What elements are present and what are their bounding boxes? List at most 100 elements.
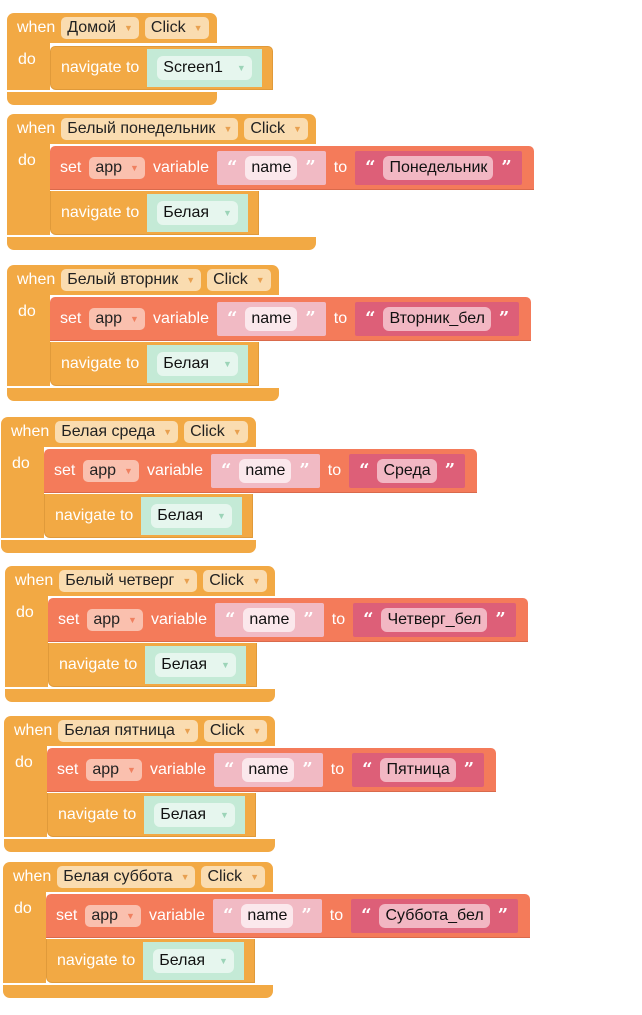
scope-value: app: [91, 906, 119, 924]
variable-name-block[interactable]: “name”: [213, 898, 322, 933]
event-block[interactable]: when Белый вторник▼ Click▼ do set app▼ v…: [7, 265, 532, 401]
variable-name-field[interactable]: name: [242, 757, 295, 782]
navigate-block[interactable]: navigate to Белая▼: [46, 939, 255, 983]
text-value-block[interactable]: “Пятница”: [352, 752, 485, 787]
screen-dropdown[interactable]: Белая▼: [157, 200, 238, 225]
to-label: to: [330, 760, 345, 778]
set-variable-block[interactable]: set app▼ variable “name” to “Суббота_бел…: [46, 894, 531, 938]
event-block[interactable]: when Белая суббота▼ Click▼ do set app▼ v…: [3, 862, 531, 998]
component-dropdown[interactable]: Белый четверг▼: [59, 570, 198, 592]
event-header[interactable]: when Домой▼ Click▼: [7, 13, 217, 43]
event-dropdown[interactable]: Click▼: [184, 421, 248, 443]
event-dropdown[interactable]: Click▼: [203, 570, 267, 592]
screen-block[interactable]: Screen1▼: [147, 49, 262, 87]
navigate-block[interactable]: navigate to Белая▼: [47, 793, 256, 837]
component-dropdown[interactable]: Белая пятница▼: [58, 720, 198, 742]
event-dropdown[interactable]: Click▼: [144, 17, 209, 39]
set-variable-block[interactable]: set app▼ variable “name” to “Среда”: [44, 449, 478, 493]
variable-name-field[interactable]: name: [239, 458, 292, 483]
text-value-block[interactable]: “Четверг_бел”: [353, 602, 516, 637]
event-header[interactable]: when Белый понедельник▼ Click▼: [7, 114, 316, 144]
dropdown-arrow-icon: ▼: [130, 313, 139, 324]
event-header[interactable]: when Белая суббота▼ Click▼: [3, 862, 274, 892]
variable-name-field[interactable]: name: [243, 607, 296, 632]
dropdown-arrow-icon: ▼: [193, 23, 203, 33]
variable-name-block[interactable]: “name”: [215, 602, 324, 637]
screen-block[interactable]: Белая▼: [147, 193, 248, 232]
variable-name-field[interactable]: name: [245, 306, 298, 331]
scope-dropdown[interactable]: app▼: [89, 307, 145, 330]
screen-dropdown[interactable]: Белая▼: [155, 652, 236, 677]
event-block[interactable]: when Домой▼ Click▼ do navigate to Screen…: [7, 13, 273, 105]
screen-block[interactable]: Белая▼: [143, 941, 244, 980]
dropdown-arrow-icon: ▼: [251, 576, 261, 586]
event-block[interactable]: when Белый четверг▼ Click▼ do set app▼ v…: [5, 566, 528, 702]
event-header[interactable]: when Белая пятница▼ Click▼: [4, 716, 276, 746]
screen-dropdown[interactable]: Screen1▼: [157, 56, 252, 80]
navigate-block[interactable]: navigate to Белая▼: [50, 342, 259, 386]
text-value-field[interactable]: Вторник_бел: [383, 306, 491, 331]
variable-name-field[interactable]: name: [245, 155, 298, 180]
screen-dropdown[interactable]: Белая▼: [157, 351, 238, 376]
set-variable-block[interactable]: set app▼ variable “name” to “Четверг_бел…: [48, 598, 528, 642]
event-value: Click: [213, 271, 248, 288]
variable-name-block[interactable]: “name”: [217, 150, 326, 185]
text-value-block[interactable]: “Среда”: [349, 453, 466, 488]
navigate-block[interactable]: navigate to Screen1▼: [50, 46, 273, 90]
close-quote-icon: ”: [305, 308, 316, 329]
event-dropdown[interactable]: Click▼: [201, 866, 266, 888]
to-label: to: [333, 309, 348, 327]
screen-dropdown[interactable]: Белая▼: [153, 948, 234, 973]
navigate-block[interactable]: navigate to Белая▼: [44, 494, 253, 538]
component-dropdown[interactable]: Домой▼: [61, 17, 139, 39]
screen-block[interactable]: Белая▼: [144, 795, 245, 834]
scope-value: app: [93, 610, 121, 628]
do-label: do: [7, 144, 50, 235]
event-block[interactable]: when Белая пятница▼ Click▼ do set app▼ v…: [4, 716, 497, 852]
text-value-field[interactable]: Пятница: [380, 757, 456, 782]
navigate-block[interactable]: navigate to Белая▼: [50, 191, 259, 235]
event-header[interactable]: when Белый четверг▼ Click▼: [5, 566, 275, 596]
variable-label: variable: [150, 610, 207, 628]
event-header[interactable]: when Белая среда▼ Click▼: [1, 417, 256, 447]
component-dropdown[interactable]: Белый понедельник▼: [61, 118, 239, 140]
variable-name-block[interactable]: “name”: [214, 752, 323, 787]
screen-block[interactable]: Белая▼: [145, 645, 246, 684]
event-block[interactable]: when Белый понедельник▼ Click▼ do set ap…: [7, 114, 534, 250]
scope-dropdown[interactable]: app▼: [87, 608, 143, 631]
component-dropdown[interactable]: Белая суббота▼: [57, 866, 196, 888]
variable-name-field[interactable]: name: [241, 903, 294, 928]
screen-dropdown[interactable]: Белая▼: [154, 802, 235, 827]
component-dropdown[interactable]: Белый вторник▼: [61, 269, 202, 291]
scope-dropdown[interactable]: app▼: [86, 758, 142, 781]
event-header[interactable]: when Белый вторник▼ Click▼: [7, 265, 279, 295]
screen-block[interactable]: Белая▼: [147, 344, 248, 383]
component-dropdown[interactable]: Белая среда▼: [55, 421, 179, 443]
event-dropdown[interactable]: Click▼: [203, 720, 268, 742]
dropdown-arrow-icon: ▼: [252, 726, 262, 736]
text-value-field[interactable]: Суббота_бел: [379, 903, 490, 928]
event-block[interactable]: when Белая среда▼ Click▼ do set app▼ var…: [1, 417, 478, 553]
set-label: set: [58, 610, 80, 628]
set-variable-block[interactable]: set app▼ variable “name” to “Понедельник…: [50, 146, 534, 190]
text-value-field[interactable]: Среда: [377, 458, 437, 483]
set-variable-block[interactable]: set app▼ variable “name” to “Вторник_бел…: [50, 297, 532, 341]
scope-dropdown[interactable]: app▼: [85, 904, 141, 927]
text-value-field[interactable]: Понедельник: [383, 155, 494, 180]
text-value-field[interactable]: Четверг_бел: [381, 607, 488, 632]
text-value-block[interactable]: “Понедельник”: [355, 150, 522, 185]
event-dropdown[interactable]: Click▼: [207, 269, 271, 291]
screen-dropdown[interactable]: Белая▼: [151, 503, 232, 528]
set-variable-block[interactable]: set app▼ variable “name” to “Пятница”: [47, 748, 497, 792]
navigate-block[interactable]: navigate to Белая▼: [48, 643, 257, 687]
event-dropdown[interactable]: Click▼: [244, 118, 308, 140]
text-value-block[interactable]: “Суббота_бел”: [351, 898, 519, 933]
navigate-label: navigate to: [59, 655, 138, 673]
dropdown-arrow-icon: ▼: [180, 872, 190, 882]
variable-name-block[interactable]: “name”: [217, 301, 326, 336]
text-value-block[interactable]: “Вторник_бел”: [355, 301, 520, 336]
scope-dropdown[interactable]: app▼: [83, 459, 139, 482]
scope-dropdown[interactable]: app▼: [89, 156, 145, 179]
screen-block[interactable]: Белая▼: [141, 496, 242, 535]
variable-name-block[interactable]: “name”: [211, 453, 320, 488]
